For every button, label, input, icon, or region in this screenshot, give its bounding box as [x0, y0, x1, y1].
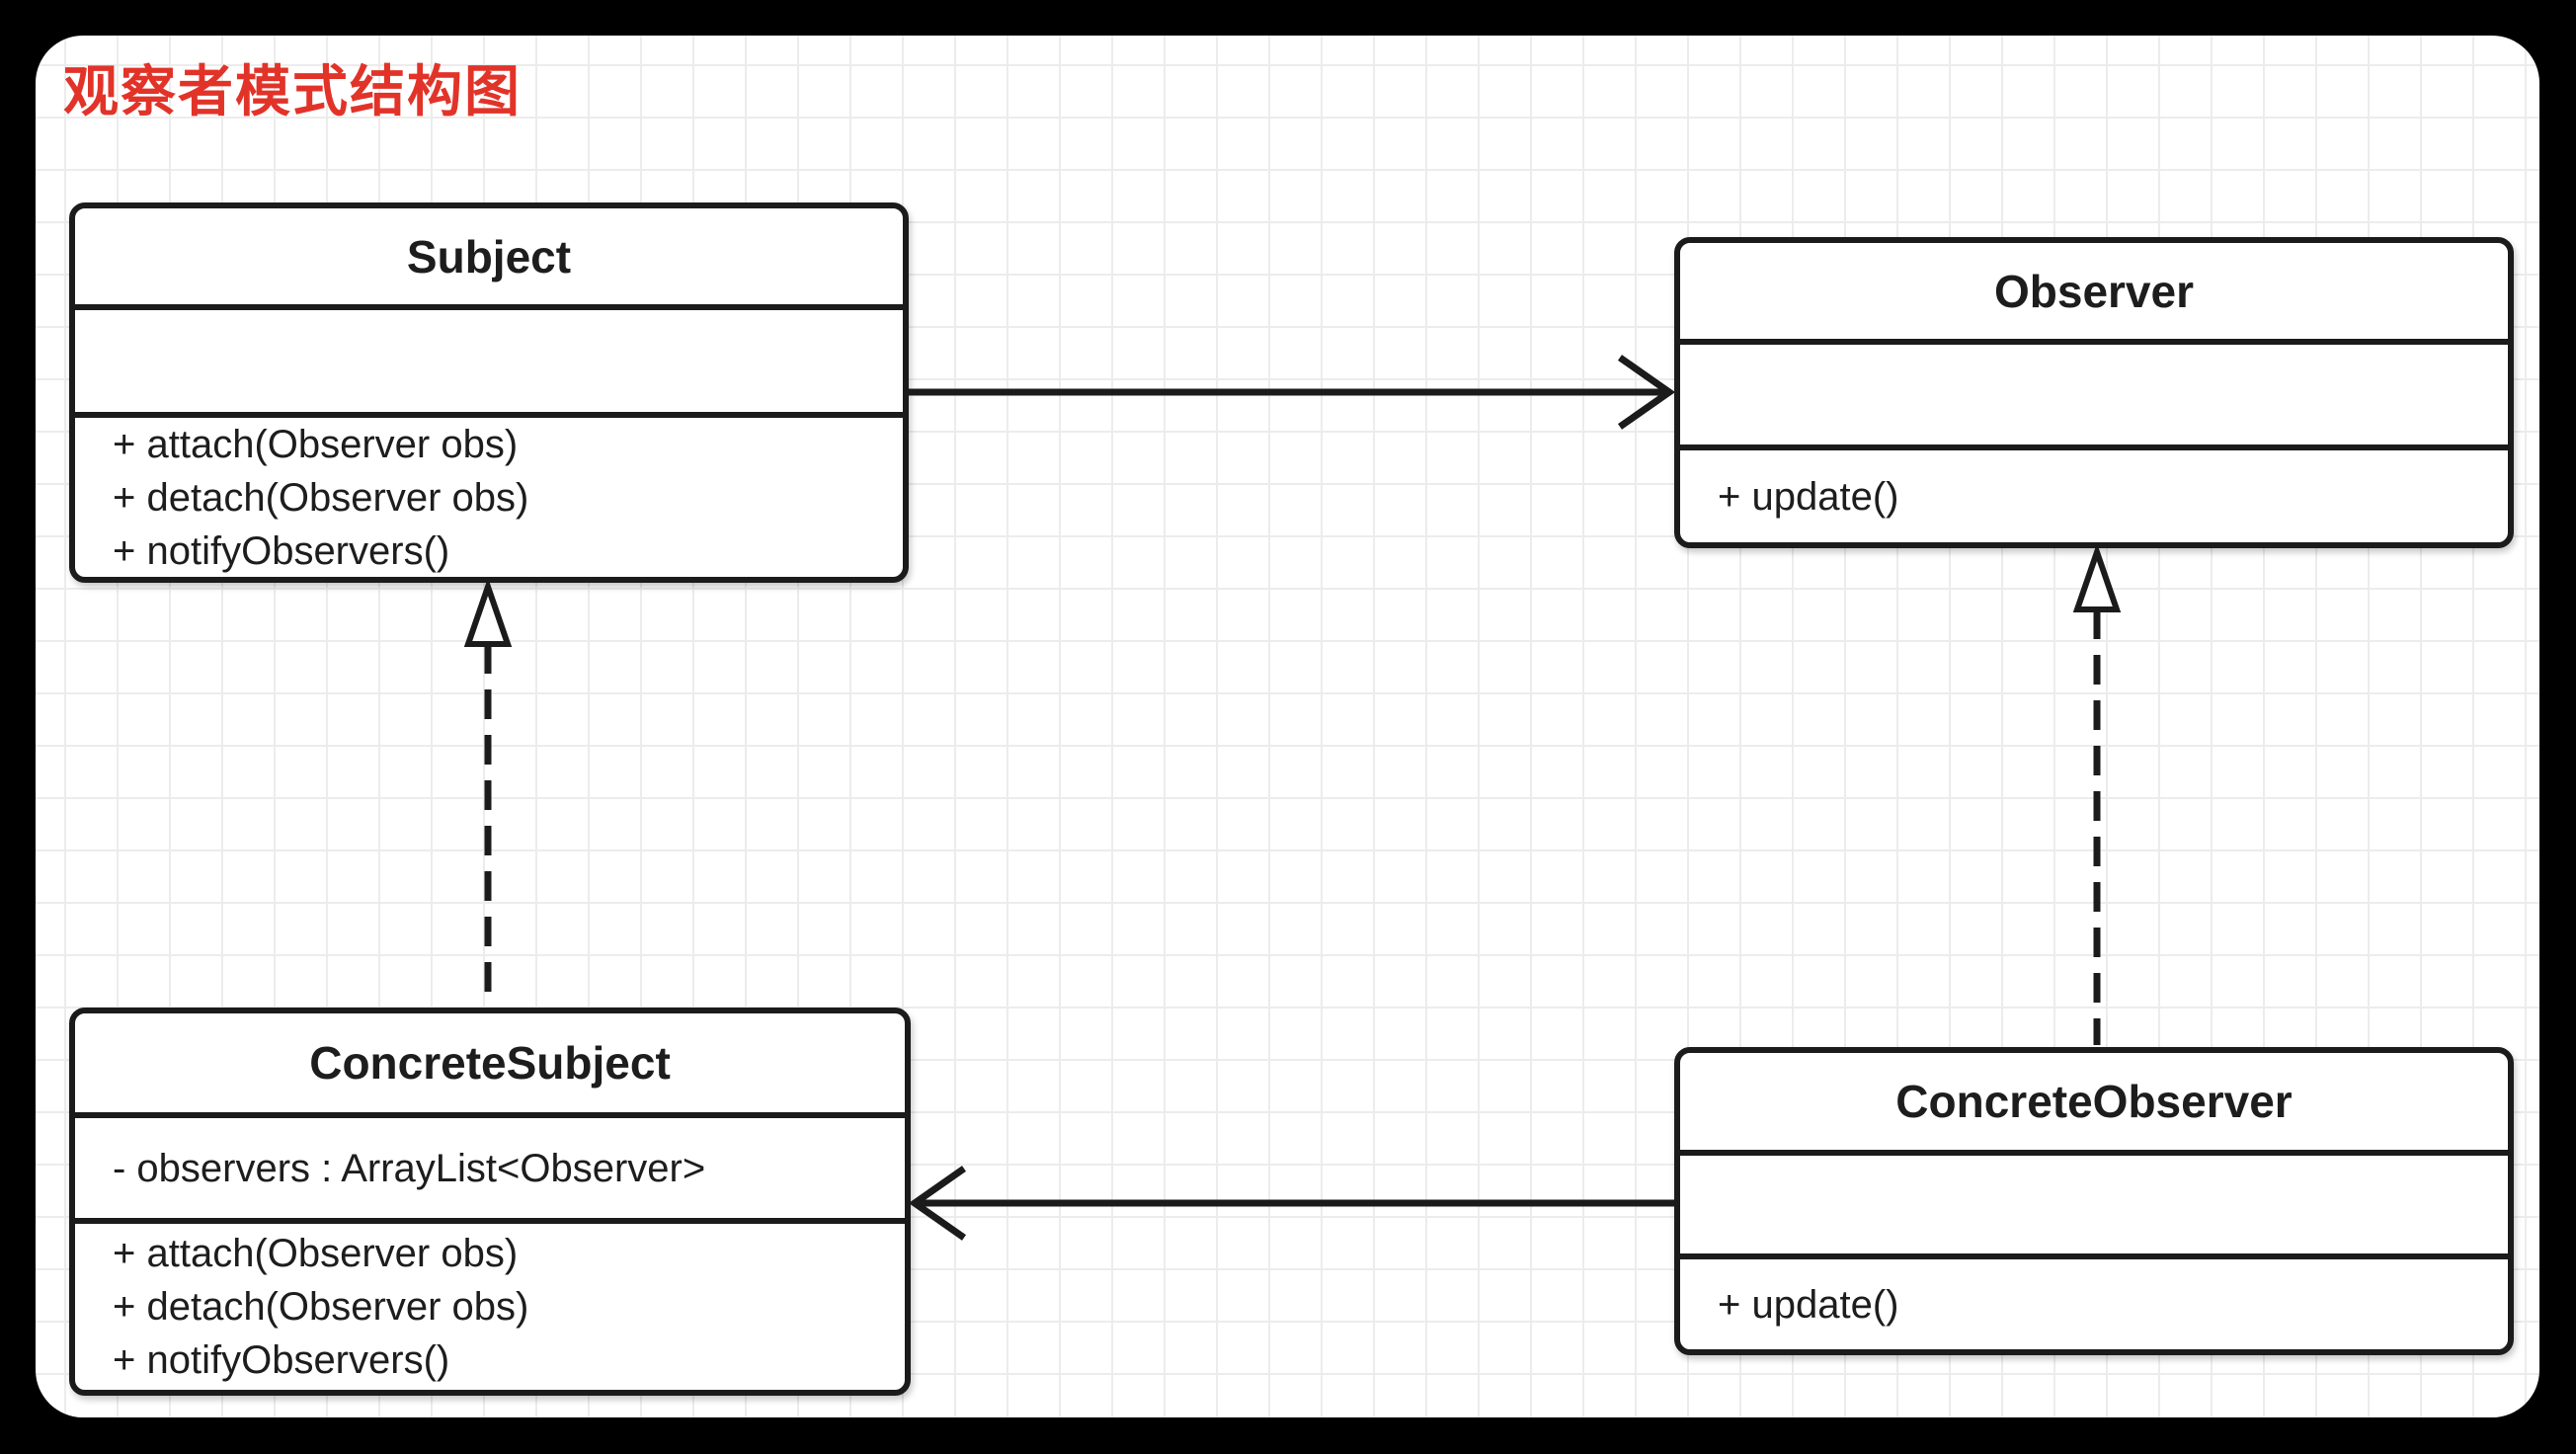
- methods-compartment: + attach(Observer obs) + detach(Observer…: [75, 412, 903, 578]
- method: + update(): [1718, 1282, 1899, 1327]
- method: + attach(Observer obs): [113, 1232, 519, 1275]
- class-name: ConcreteObserver: [1895, 1076, 2293, 1127]
- class-box-concrete-subject: ConcreteSubject - observers : ArrayList<…: [69, 1008, 911, 1396]
- diagram-title: 观察者模式结构图: [63, 60, 522, 122]
- method: + update(): [1718, 474, 1899, 519]
- class-name: Observer: [1993, 265, 2194, 317]
- method: + notifyObservers(): [113, 529, 450, 573]
- attribute: - observers : ArrayList<Observer>: [113, 1146, 706, 1190]
- method: + attach(Observer obs): [113, 423, 519, 466]
- methods-compartment: + update(): [1680, 444, 2508, 542]
- method: + detach(Observer obs): [113, 476, 529, 520]
- methods-compartment: + attach(Observer obs) + detach(Observer…: [75, 1218, 905, 1390]
- attributes-compartment: [1680, 1150, 2508, 1253]
- method: + notifyObservers(): [113, 1338, 450, 1382]
- class-box-observer: Observer + update(): [1674, 237, 2514, 548]
- attributes-compartment: [75, 304, 903, 412]
- attributes-compartment: [1680, 339, 2508, 444]
- method: + detach(Observer obs): [113, 1285, 529, 1329]
- class-box-subject: Subject + attach(Observer obs) + detach(…: [69, 202, 909, 583]
- class-box-concrete-observer: ConcreteObserver + update(): [1674, 1047, 2514, 1355]
- class-name: Subject: [406, 230, 572, 283]
- class-name: ConcreteSubject: [309, 1037, 671, 1089]
- methods-compartment: + update(): [1680, 1253, 2508, 1349]
- attributes-compartment: - observers : ArrayList<Observer>: [75, 1112, 905, 1218]
